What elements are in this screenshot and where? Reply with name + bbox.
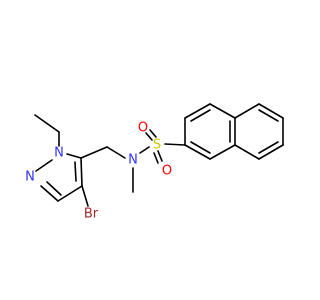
bond-n-s [139,146,150,154]
bond-s-o-bottom [157,150,163,162]
bond-naph-j-double [258,141,279,154]
bond-n2-c3 [40,185,59,202]
atom-s-label: S [153,138,161,153]
atom-n1-label: N [54,146,64,161]
bond-naph-c [209,103,236,119]
molecule-structure: N N Br N S O O [25,103,284,222]
bond-ethyl-ch3-ch2 [34,114,60,133]
atom-br-label: Br [84,207,99,222]
bond-naph-h-double [258,109,279,122]
bond-c4-br [81,185,89,207]
atom-n-sulfonamide-label: N [128,153,138,168]
bond-s-o-bottom-double [153,152,159,164]
bond-naph-h [258,103,284,119]
bond-n1-n2 [35,159,53,172]
bond-naph-b [184,103,211,119]
bond-c5-n1 [66,153,82,159]
bond-ch2-n [106,146,126,159]
bond-c3-c4 [57,185,83,202]
bond-s-o-top [145,132,153,141]
atom-labels: N N Br N S O O [25,121,172,222]
bond-naph-e [209,144,236,160]
bond-c5-ch2 [80,146,108,159]
bond-naph-g [234,103,260,119]
atom-o-bottom-label: O [162,164,172,179]
bond-s-naphthyl [164,143,186,146]
bond-c4-c5-double [74,161,77,182]
bond-naph-f [184,144,211,160]
atom-n2-label: N [25,170,35,185]
bond-naph-k [234,144,260,160]
bond-naph-j [258,144,284,160]
bond-lines [34,103,284,207]
bond-s-o-top-double [149,129,157,138]
bond-c4-c5 [80,157,83,187]
atom-o-top-label: O [138,121,148,136]
bond-n2-c3-double [46,181,62,196]
bond-naph-b-double [190,109,211,122]
bond-naph-f-double [190,141,211,154]
